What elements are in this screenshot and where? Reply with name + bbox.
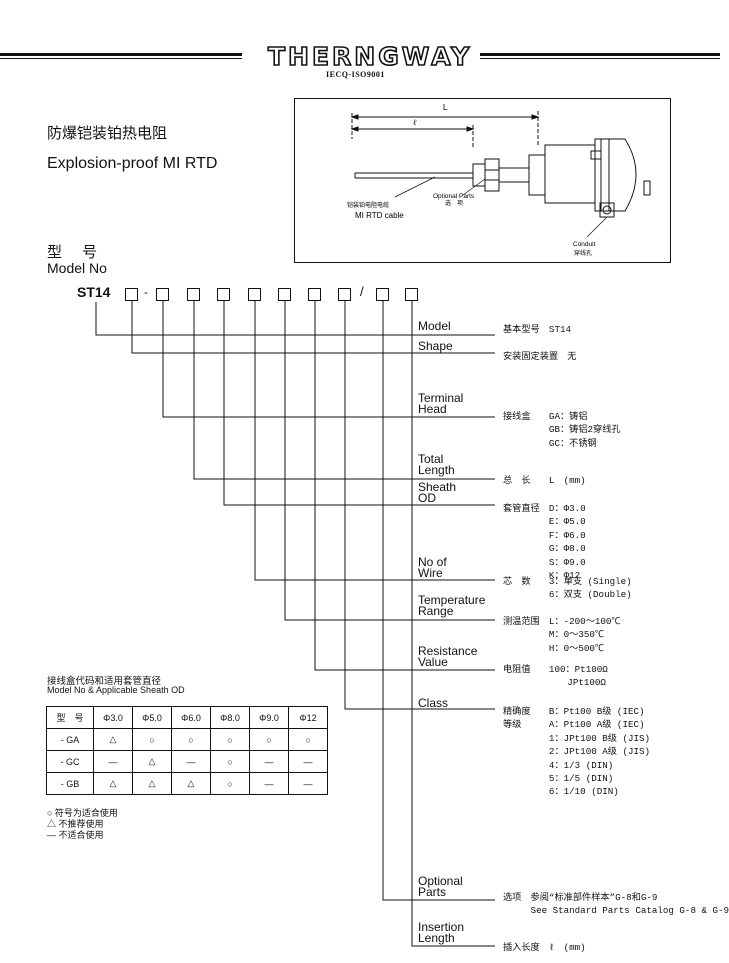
od-cell: — (249, 772, 289, 795)
od-header-cell: 型 号 (46, 706, 94, 729)
header-rule-left-thin (0, 58, 242, 59)
field-desc-insertion-length: 插入长度 ℓ (mm) (503, 942, 586, 953)
field-desc-terminal-head: 接线盒 GA：铸铝 GB：铸铝2穿线孔 GC：不锈钢 (503, 411, 621, 449)
code-box-insertion-length (405, 288, 418, 301)
od-cell: — (93, 750, 133, 773)
brand-logo: THERNGWAY (267, 41, 473, 72)
field-label-total-length: Total Length (418, 452, 455, 477)
od-cell: - GA (46, 728, 94, 751)
field-desc-optional-parts: 选项 参阅“标准部件样本”G-8和G-9 See Standard Parts … (503, 892, 729, 917)
code-box-no-of-wire (248, 288, 261, 301)
od-header-cell: Φ8.0 (210, 706, 250, 729)
od-cell: ○ (210, 772, 250, 795)
field-label-class: Class (418, 696, 449, 710)
header-rule-right-thin (480, 58, 720, 59)
od-cell: ○ (288, 728, 328, 751)
od-cell: ○ (210, 750, 250, 773)
code-box-class (338, 288, 351, 301)
od-cell: - GB (46, 772, 94, 795)
field-label-no-of-wire: No of Wire (418, 555, 447, 580)
od-cell: — (171, 750, 211, 773)
od-cell: — (288, 772, 328, 795)
table-row: - GC — △ — ○ — — (46, 750, 328, 773)
dimension-L-label: L (443, 103, 448, 112)
field-label-optional-parts: Optional Parts (418, 874, 463, 899)
field-desc-total-length: 总 长 L (mm) (503, 475, 586, 486)
conduit-label-en: Conduit (573, 241, 596, 248)
code-box-resistance-value (308, 288, 321, 301)
conduit-label-cn: 穿线孔 (574, 249, 592, 257)
od-cell: △ (132, 750, 172, 773)
legend-suitable: ○ 符号为适合使用 (47, 808, 118, 818)
table-row: - GB △ △ △ ○ — — (46, 772, 328, 795)
od-table: 型 号 Φ3.0 Φ5.0 Φ6.0 Φ8.0 Φ9.0 Φ12 - GA △ … (46, 706, 328, 795)
model-heading-en: Model No (47, 260, 107, 276)
field-desc-model: 基本型号 ST14 (503, 324, 571, 335)
field-desc-class: 精确度 B：Pt100 B级 (IEC) 等级 A：Pt100 A级 (IEC)… (503, 706, 651, 798)
field-desc-resistance-value: 电阻值 100：Pt100Ω JPt100Ω (503, 664, 608, 689)
od-table-title-cn: 接线盒代码和适用套管直径 (47, 676, 162, 687)
optional-label-en: Optional Parts (433, 193, 475, 200)
od-header-cell: Φ5.0 (132, 706, 172, 729)
od-table-header: 型 号 Φ3.0 Φ5.0 Φ6.0 Φ8.0 Φ9.0 Φ12 (46, 706, 328, 729)
cable-label-cn: 铠装铂电阻电缆 (347, 201, 389, 209)
product-drawing: L ℓ 铠装铂电阻电缆 MI RTD cable Optional Parts … (294, 98, 671, 263)
brand-certification: IECQ-ISO9001 (326, 70, 385, 79)
field-label-terminal-head: Terminal Head (418, 391, 464, 416)
od-cell: △ (93, 728, 133, 751)
header-rule-left (0, 53, 242, 56)
field-label-sheath-od: Sheath OD (418, 480, 457, 505)
od-cell: △ (132, 772, 172, 795)
cable-label-en: MI RTD cable (355, 211, 404, 220)
dimension-l-label: ℓ (413, 118, 417, 127)
field-label-resistance-value: Resistance Value (418, 644, 478, 669)
field-desc-shape: 安装固定装置 无 (503, 351, 577, 362)
od-header-cell: Φ3.0 (93, 706, 133, 729)
od-table-title-en: Model No & Applicable Sheath OD (47, 685, 185, 695)
field-desc-temperature-range: 测温范围 L：-200～100℃ M：0～350℃ H：0～500℃ (503, 616, 621, 654)
od-cell: △ (171, 772, 211, 795)
header-rule-right (480, 53, 720, 56)
legend-not-recommended: △ 不推荐使用 (47, 819, 104, 829)
od-header-cell: Φ12 (288, 706, 328, 729)
field-desc-no-of-wire: 芯 数 3：单支 (Single) 6：双支 (Double) (503, 576, 632, 601)
code-box-optional-parts (376, 288, 389, 301)
field-label-insertion-length: Insertion Length (418, 920, 465, 945)
code-box-sheath-od (217, 288, 230, 301)
code-box-temperature-range (278, 288, 291, 301)
od-cell: ○ (249, 728, 289, 751)
product-drawing-svg: L ℓ 铠装铂电阻电缆 MI RTD cable Optional Parts … (347, 103, 651, 257)
od-cell: — (288, 750, 328, 773)
od-cell: ○ (132, 728, 172, 751)
od-cell: ○ (171, 728, 211, 751)
model-code: ST14 (77, 284, 111, 300)
od-header-cell: Φ6.0 (171, 706, 211, 729)
od-header-cell: Φ9.0 (249, 706, 289, 729)
optional-label-cn: 选 项 (445, 199, 463, 207)
od-cell: - GC (46, 750, 94, 773)
field-desc-sheath-od: 套管直径 D：Φ3.0 E：Φ5.0 F：Φ6.0 G：Φ8.0 S：Φ9.0 … (503, 503, 586, 582)
od-cell: △ (93, 772, 133, 795)
code-dash: - (144, 285, 148, 299)
legend-not-suitable: — 不适合使用 (47, 830, 104, 840)
code-box-terminal-head (156, 288, 169, 301)
product-title-cn: 防爆铠装铂热电阻 (47, 125, 168, 142)
field-label-temperature-range: Temperature Range (418, 593, 486, 618)
product-title-en: Explosion-proof MI RTD (47, 155, 218, 172)
model-heading-cn: 型 号 (47, 244, 106, 261)
field-label-model: Model (418, 319, 451, 333)
code-box-shape (125, 288, 138, 301)
od-cell: — (249, 750, 289, 773)
code-slash: / (360, 284, 364, 299)
table-row: - GA △ ○ ○ ○ ○ ○ (46, 728, 328, 751)
od-cell: ○ (210, 728, 250, 751)
code-box-total-length (187, 288, 200, 301)
field-label-shape: Shape (418, 339, 453, 353)
